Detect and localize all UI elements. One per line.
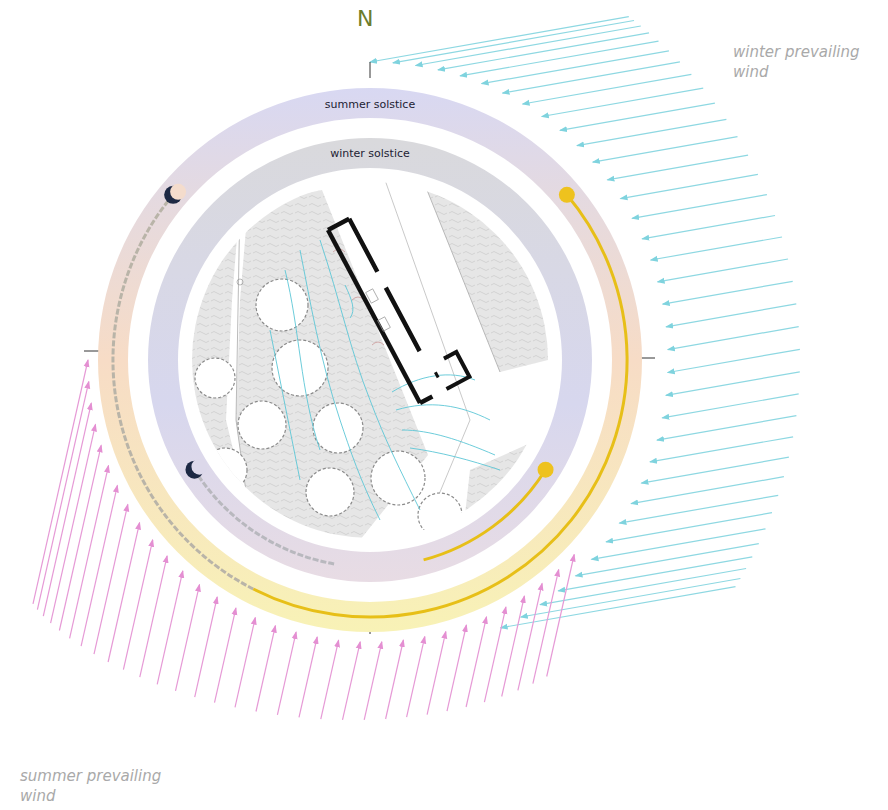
wind-arrow bbox=[195, 597, 218, 697]
wind-arrow bbox=[668, 327, 799, 350]
wind-arrow bbox=[621, 174, 758, 198]
wind-arrow bbox=[650, 437, 793, 462]
wind-label: summer prevailing wind bbox=[20, 766, 185, 807]
wind-arrow bbox=[59, 445, 101, 630]
wind-arrow bbox=[108, 523, 140, 662]
wind-arrow bbox=[518, 583, 542, 690]
wind-arrow bbox=[123, 540, 152, 670]
wind-arrow bbox=[540, 569, 746, 605]
wind-arrow bbox=[523, 74, 692, 104]
wind-arrow bbox=[482, 51, 669, 84]
solstice-band bbox=[148, 138, 592, 582]
wind-arrow bbox=[658, 259, 788, 282]
wind-arrow bbox=[447, 625, 466, 711]
wind-arrow bbox=[666, 304, 796, 327]
wind-arrow bbox=[503, 62, 680, 93]
wind-arrow bbox=[651, 237, 782, 260]
wind-arrow bbox=[668, 349, 800, 372]
wind-arrow bbox=[484, 607, 506, 702]
wind-arrow bbox=[521, 579, 741, 618]
sun-symbol bbox=[559, 187, 575, 203]
wind-arrow bbox=[343, 642, 361, 720]
wind-arrow bbox=[501, 587, 736, 628]
wind-arrow bbox=[215, 608, 236, 703]
wind-arrow bbox=[577, 119, 726, 145]
wind-arrow bbox=[43, 403, 91, 616]
band-label: summer solstice bbox=[98, 98, 642, 111]
wind-arrow bbox=[619, 495, 778, 523]
wind-arrow bbox=[37, 382, 88, 610]
moon-symbol bbox=[191, 459, 207, 475]
moon-symbol bbox=[170, 184, 186, 200]
wind-arrow bbox=[438, 33, 649, 70]
wind-arrow bbox=[631, 477, 784, 504]
wind-arrow bbox=[642, 216, 775, 239]
band-outline bbox=[98, 88, 642, 632]
wind-arrow bbox=[94, 504, 128, 654]
compass-ticks bbox=[84, 62, 655, 634]
wind-arrow bbox=[386, 640, 404, 719]
wind-arrow bbox=[593, 137, 738, 162]
wind-arrow bbox=[81, 485, 117, 646]
wind-arrow bbox=[157, 571, 183, 684]
wind-arrow bbox=[606, 513, 772, 542]
band-outline bbox=[148, 138, 592, 582]
sun-path bbox=[424, 470, 546, 560]
wind-arrow bbox=[533, 570, 559, 684]
wind-arrow bbox=[51, 424, 96, 623]
wind-arrow bbox=[416, 26, 641, 66]
wind-arrow bbox=[558, 557, 752, 591]
wind-arrow bbox=[33, 360, 88, 604]
wind-label: winter prevailing wind bbox=[733, 42, 881, 83]
wind-arrow bbox=[256, 626, 275, 712]
wind-arrow bbox=[235, 618, 255, 708]
wind-arrow bbox=[370, 17, 629, 62]
wind-arrow bbox=[632, 195, 767, 219]
summer-solstice-band: summer solstice winter solstice bbox=[98, 88, 642, 632]
night-path bbox=[195, 470, 335, 564]
wind-arrow bbox=[542, 88, 703, 116]
wind-arrow bbox=[321, 640, 339, 719]
wind-arrow bbox=[662, 394, 798, 418]
wind-arrow bbox=[502, 596, 525, 697]
wind-arrow bbox=[466, 617, 486, 707]
wind-arrow bbox=[176, 585, 200, 691]
solstice-band bbox=[98, 88, 642, 632]
wind-arrow bbox=[364, 642, 382, 720]
wind-arrow bbox=[592, 529, 766, 560]
sun-symbol bbox=[538, 462, 554, 478]
wind-arrow bbox=[547, 555, 575, 677]
wind-arrow bbox=[299, 637, 317, 717]
wind-arrow bbox=[277, 632, 296, 715]
wind-arrow bbox=[427, 632, 446, 715]
wind-arrow bbox=[560, 103, 715, 130]
north-label: N bbox=[357, 4, 397, 34]
wind-arrow bbox=[607, 155, 748, 180]
band-label: winter solstice bbox=[148, 147, 592, 160]
wind-arrow bbox=[663, 281, 793, 304]
wind-arrow bbox=[666, 372, 800, 396]
wind-arrow bbox=[407, 637, 425, 718]
winter-solstice-band: winter solstice bbox=[148, 138, 592, 582]
wind-arrow bbox=[657, 416, 796, 440]
